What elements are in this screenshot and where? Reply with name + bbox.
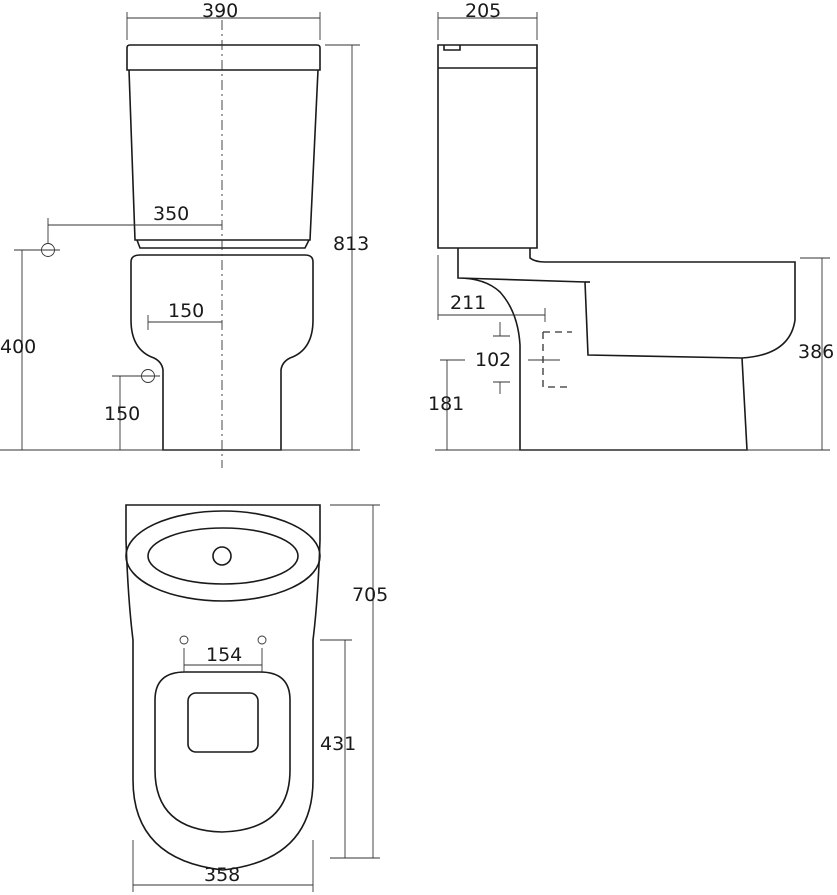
dim-705: 705 — [352, 584, 388, 606]
side-cistern — [437, 44, 538, 249]
outlet-outline — [542, 331, 572, 388]
dim-400: 400 — [0, 336, 36, 358]
bowl-opening — [147, 527, 299, 585]
plan-outline — [125, 504, 321, 871]
cistern-lid — [126, 44, 321, 71]
flush-button-icon — [212, 546, 232, 566]
seat-inner — [187, 692, 259, 753]
plan-view: 154 705 431 358 — [125, 504, 388, 892]
side-view: 205 386 211 102 181 — [428, 0, 834, 451]
dim-350: 350 — [153, 203, 189, 225]
dim-431: 431 — [320, 733, 356, 755]
front-view: 390 813 350 400 150 150 — [0, 0, 369, 468]
hinge-hole-left-icon — [179, 635, 189, 645]
dim-211: 211 — [450, 292, 486, 314]
dim-358: 358 — [204, 864, 240, 886]
bowl-rim — [125, 510, 321, 602]
dim-181: 181 — [428, 393, 464, 415]
dim-386: 386 — [798, 341, 834, 363]
dim-154: 154 — [206, 644, 242, 666]
bowl — [130, 254, 314, 451]
cistern-body — [128, 69, 319, 241]
dim-205: 205 — [465, 0, 501, 22]
dim-390: 390 — [202, 0, 238, 22]
dim-813: 813 — [333, 233, 369, 255]
dim-102: 102 — [475, 349, 511, 371]
dim-150-vertical: 150 — [104, 403, 140, 425]
seat — [154, 671, 291, 833]
side-bowl — [457, 248, 796, 451]
dim-150-horizontal: 150 — [168, 300, 204, 322]
hinge-hole-right-icon — [257, 635, 267, 645]
cistern-base — [136, 239, 310, 249]
